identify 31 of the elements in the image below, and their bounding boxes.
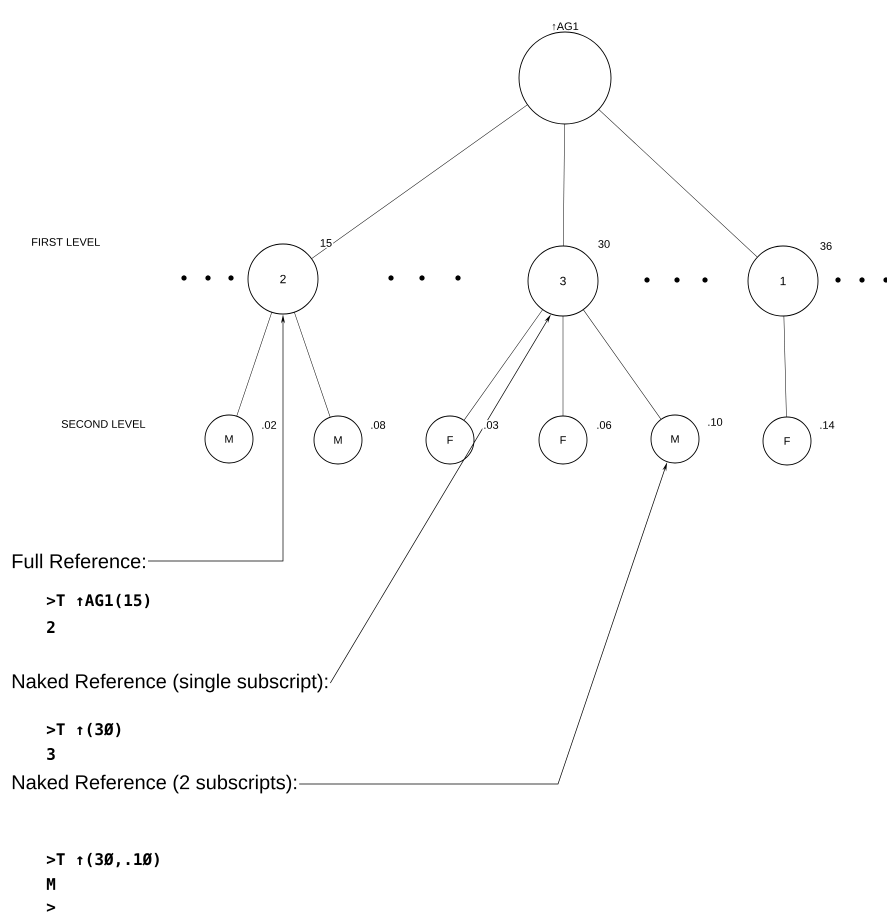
tree-branch-line	[583, 310, 662, 420]
node-label: ↑AG1	[552, 22, 578, 30]
reference-label: Naked Reference (single subscript):	[12, 674, 328, 692]
reference-label: Full Reference:	[12, 554, 145, 568]
subscript-value: .10	[706, 417, 724, 427]
tree-branch-line	[563, 124, 565, 246]
code-line: 2	[47, 621, 54, 633]
level-label: FIRST LEVEL	[32, 238, 100, 246]
tree-branch-line	[312, 104, 528, 259]
code-line: >T ↑(3Ø)	[46, 722, 120, 738]
tree-branch-line	[236, 312, 272, 416]
tree-branch-line	[294, 312, 330, 418]
tree-branch-line	[784, 316, 787, 417]
subscript-value: .14	[818, 420, 836, 430]
code-line: M	[46, 878, 56, 890]
reference-label: Naked Reference (2 subscripts):	[12, 774, 296, 794]
tree-branch-line	[598, 109, 758, 258]
subscript-value: .02	[260, 420, 278, 430]
level-label: SECOND LEVEL	[62, 420, 146, 428]
code-line: >T ↑(3Ø,.1Ø)	[46, 852, 159, 868]
code-line: >	[46, 903, 56, 912]
subscript-value: 36	[818, 241, 834, 251]
code-line: 3	[47, 748, 55, 760]
subscript-value: .03	[482, 420, 500, 430]
subscript-value: 15	[318, 238, 334, 248]
tree-branch-line	[464, 310, 543, 420]
code-line: >T ↑AG1(15)	[46, 594, 150, 608]
subscript-value: .08	[369, 420, 387, 430]
subscript-value: .06	[595, 420, 613, 430]
subscript-value: 30	[596, 239, 612, 249]
tree-branch-line	[562, 316, 564, 416]
